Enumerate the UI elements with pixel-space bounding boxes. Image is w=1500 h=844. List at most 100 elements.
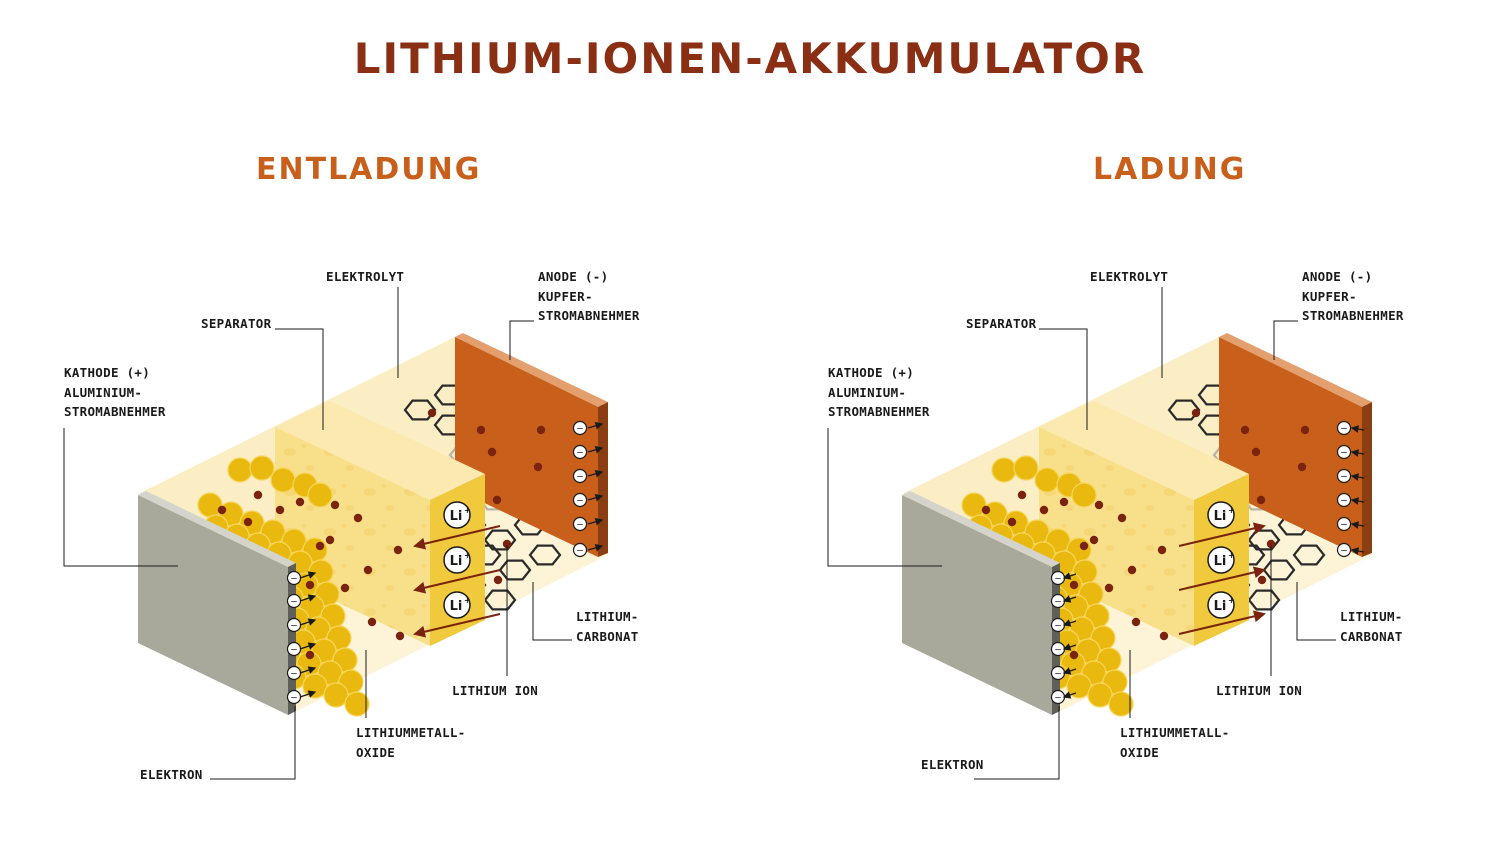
electron-arrow [299,642,317,650]
electron-text: − [1340,521,1348,531]
label-kathode-line1: KATHODE (+) [828,365,915,380]
electron-arrow [587,470,604,478]
label-oxide-line1: LITHIUMMETALL- [1120,725,1230,740]
lithium-ion-dot [325,535,335,545]
anode-plate [455,337,598,557]
electron-symbol [1336,542,1352,558]
lithium-ion-dot [363,565,373,575]
label-separator-charge: SEPARATOR [966,316,1037,331]
lithium-ion-dot [305,650,315,660]
ion-charge-text: + [1228,551,1235,560]
ion-text: Li [450,509,463,524]
label-lithiummetalloxide-charge: LITHIUMMETALL- OXIDE [1120,723,1230,762]
lithium-ion-dot [305,580,315,590]
electron-text: − [1340,425,1348,435]
anode-plate-top [455,333,608,407]
electron-text: − [1054,694,1062,704]
label-oxide-line2: OXIDE [356,744,396,760]
label-elektron-discharge: ELEKTRON [140,767,203,782]
lithium-ion-dot [1159,631,1169,641]
page-title: LITHIUM-IONEN-AKKUMULATOR [353,34,1147,83]
electron-text: − [1340,497,1348,507]
electron-arrow [1062,619,1077,627]
electron-text: − [290,646,298,656]
label-lithium-ion-charge: LITHIUM ION [1216,683,1303,698]
cathode-sphere [197,492,223,518]
lithium-ion-dot [315,541,325,551]
ion-charge-text: + [464,506,471,515]
lithium-ion-dot [1117,513,1127,523]
leader-lithium-carbonat [1296,582,1336,641]
electron-symbol [572,492,588,508]
panel-charge: Li+Li+Li+−−−−−−−−−−−− [827,287,1372,780]
ion-arrow [413,613,501,638]
lithium-ion-dot [427,408,437,418]
lithium-ion-dot [1039,505,1049,515]
cathode-plate [138,495,288,715]
ion-charge-text: + [464,551,471,560]
label-kathode-line2: ALUMINIUM- [64,384,143,400]
electron-text: − [290,694,298,704]
ion-text: Li [450,599,463,614]
leader-kathode [63,428,178,567]
electron-arrow [587,446,604,454]
leader-elektron [210,706,296,780]
lithium-ion-dot [1069,650,1079,660]
lithium-ion-dot [1256,495,1266,505]
cathode-sphere [1034,467,1060,493]
label-carbonat-line1: LITHIUM- [576,609,639,624]
electron-arrow [299,571,317,579]
separator-top [275,401,485,500]
graphite-hexagon [403,399,437,421]
electron-text: − [576,473,584,483]
lithium-ion-dot [493,575,503,585]
ion-arrow [1178,522,1266,547]
electron-arrow [1062,572,1077,580]
electron-text: − [576,449,584,459]
lithium-ion-symbol [1207,591,1235,619]
electron-text: − [290,622,298,632]
lithium-ion-dot [502,539,512,549]
lithium-ion-dot [533,462,543,472]
ion-text: Li [1214,599,1227,614]
leader-elektron [974,706,1060,780]
electron-arrow [299,594,317,602]
ion-arrow [1178,566,1266,591]
electron-text: − [1054,670,1062,680]
electron-symbol [1336,420,1352,436]
label-lithium-carbonat-charge: LITHIUM- CARBONAT [1340,607,1403,646]
label-anode-line2: KUPFER- [538,288,593,304]
electron-text: − [1054,575,1062,585]
ion-charge-text: + [464,596,471,605]
electron-text: − [576,547,584,557]
lithium-ion-dot [1240,425,1250,435]
electron-text: − [576,521,584,531]
graphite-hexagon [1167,399,1201,421]
cathode-plate-top [138,491,296,567]
label-carbonat-line2: CARBONAT [576,628,639,644]
electron-arrow [1350,449,1365,457]
electron-arrow [587,544,604,552]
electron-text: − [1340,547,1348,557]
lithium-ion-dot [1007,517,1017,527]
lithium-ion-dot [1017,490,1027,500]
lithium-ion-dot [1131,617,1141,627]
leader-anode [1273,320,1298,360]
electron-symbol [572,468,588,484]
separator-top [1039,401,1249,500]
lithium-ion-dot [353,513,363,523]
electron-symbol [572,444,588,460]
electron-arrow [587,494,604,502]
cathode-sphere [270,467,296,493]
cathode-sphere [1087,682,1113,708]
electron-arrow [299,618,317,626]
electron-arrow [1350,497,1365,505]
lithium-ion-dot [1127,565,1137,575]
cathode-sphere [249,455,275,481]
cathode-plate [902,495,1052,715]
cathode-plate-top [902,491,1060,567]
lithium-ion-dot [1266,539,1276,549]
electron-text: − [1340,473,1348,483]
lithium-ion-dot [1089,535,1099,545]
heading-charge: LADUNG [1093,152,1247,187]
